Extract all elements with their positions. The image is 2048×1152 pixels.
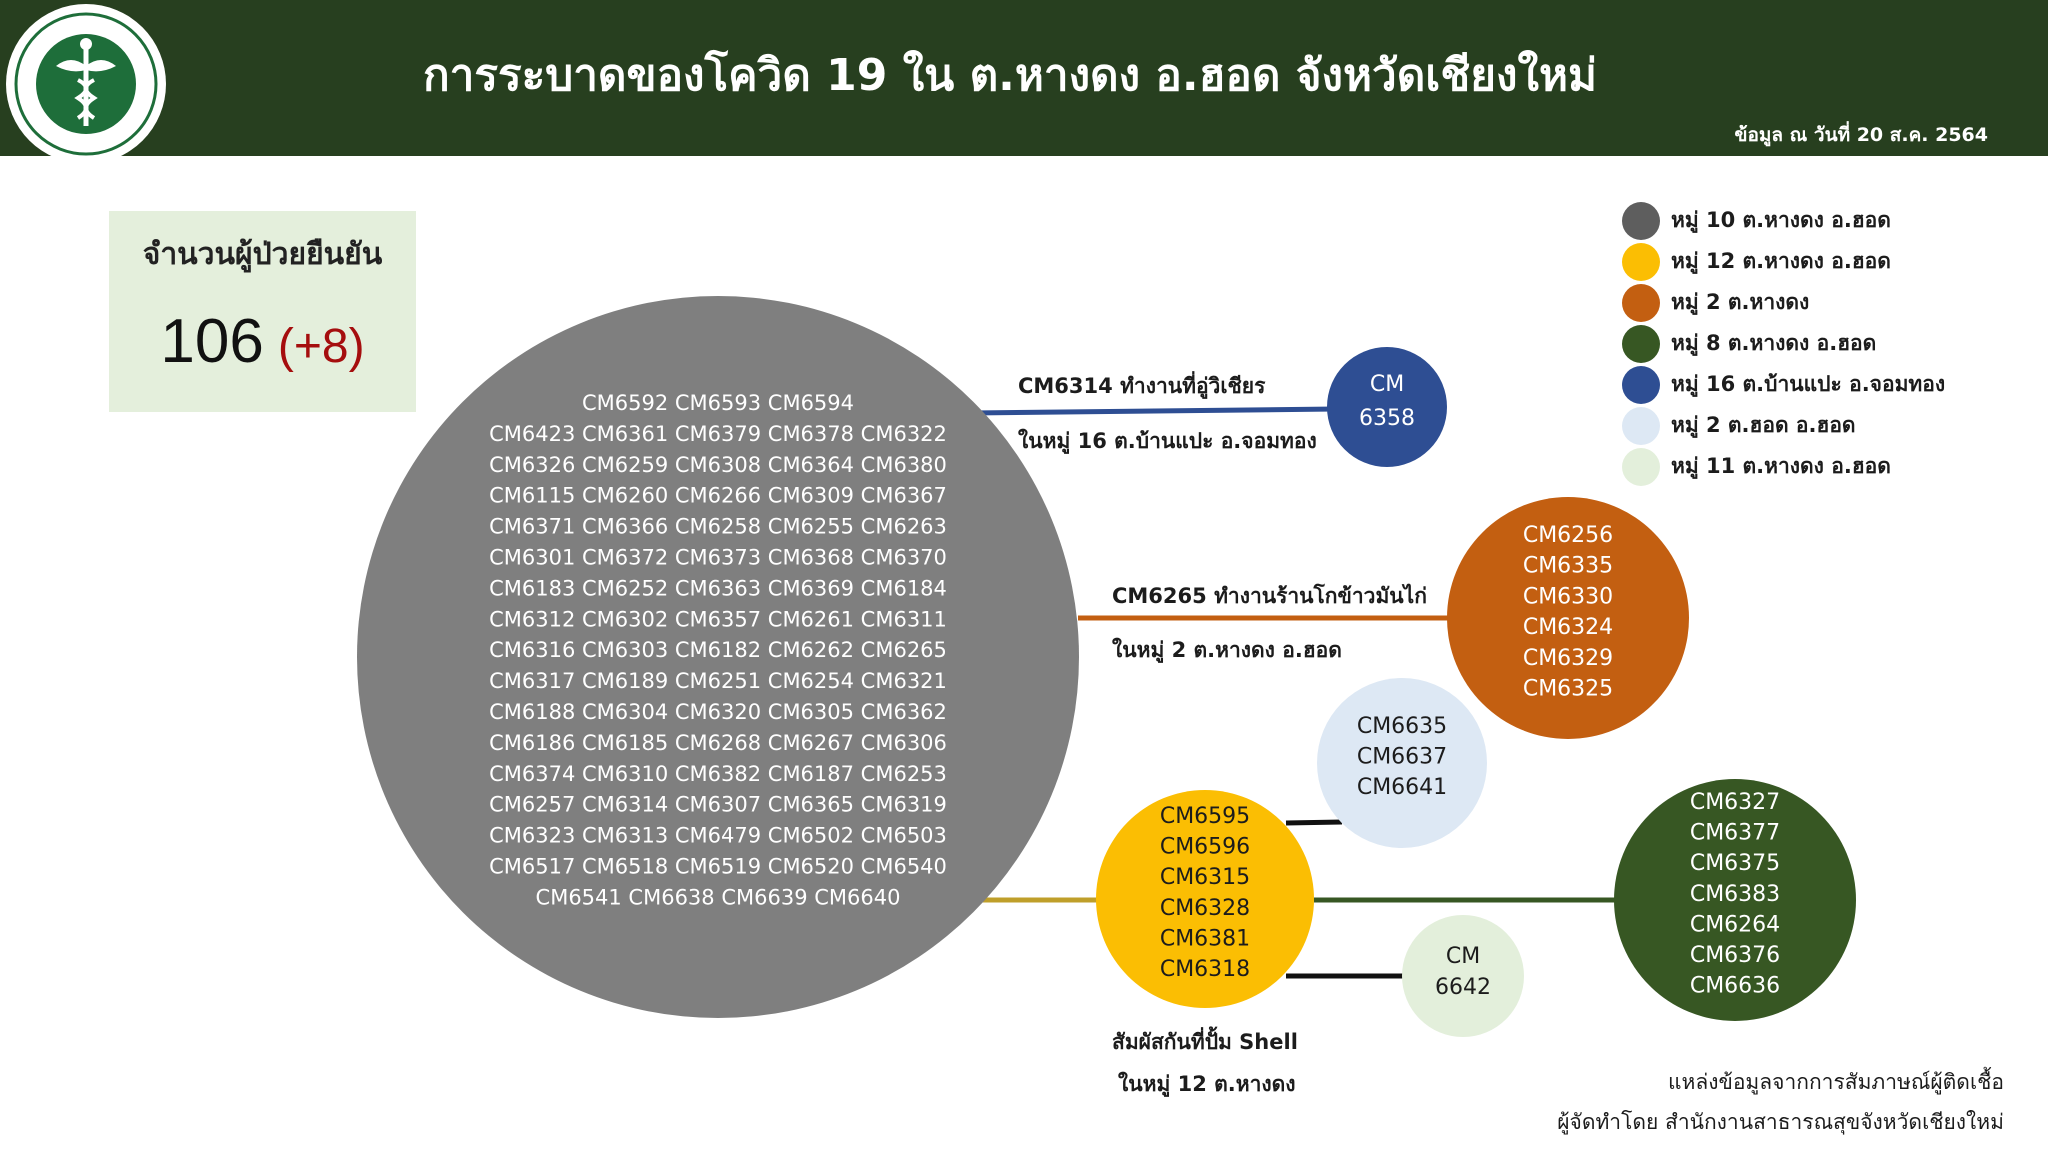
legend-swatch-icon	[1622, 201, 1660, 240]
legend-label: หมู่ 16 ต.บ้านแปะ อ.จอมทอง	[1671, 372, 1946, 396]
case-id-line: CM6595	[1160, 804, 1250, 829]
case-id-line: CM6186 CM6185 CM6268 CM6267 CM6306	[489, 731, 947, 755]
legend-item: หมู่ 11 ต.หางดง อ.ฮอด	[1622, 446, 1945, 487]
source-line-2: ผู้จัดทำโดย สำนักงานสาธารณสุขจังหวัดเชีย…	[1557, 1110, 2004, 1134]
legend-swatch-icon	[1622, 324, 1660, 363]
case-id-line: CM6188 CM6304 CM6320 CM6305 CM6362	[489, 700, 947, 724]
case-id-line: CM6316 CM6303 CM6182 CM6262 CM6265	[489, 638, 947, 662]
case-id-line: CM6376	[1690, 943, 1780, 968]
case-id-line: CM6301 CM6372 CM6373 CM6368 CM6370	[489, 546, 947, 570]
case-id-line: CM6312 CM6302 CM6357 CM6261 CM6311	[489, 607, 947, 631]
case-id-line: CM	[1370, 372, 1404, 397]
case-id-line: CM6325	[1523, 677, 1613, 702]
cluster-moo12-circle	[1096, 790, 1314, 1008]
case-id-line: CM6327	[1690, 790, 1780, 815]
legend-item: หมู่ 16 ต.บ้านแปะ อ.จอมทอง	[1622, 364, 1945, 405]
legend-label: หมู่ 8 ต.หางดง อ.ฮอด	[1671, 331, 1877, 355]
link-moo16-label-2: ในหมู่ 16 ต.บ้านแปะ อ.จอมทอง	[1018, 429, 1317, 453]
case-id-line: CM6635	[1357, 714, 1447, 739]
case-id-line: CM6636	[1690, 974, 1780, 999]
header-bar: การระบาดของโควิด 19 ใน ต.หางดง อ.ฮอด จัง…	[0, 0, 2048, 164]
confirmed-count-box: จำนวนผู้ป่วยยืนยัน 106(+8)	[109, 211, 416, 412]
confirmed-delta: (+8)	[277, 320, 365, 373]
link-moo12-label-2: ในหมู่ 12 ต.หางดง	[1118, 1072, 1296, 1096]
link-hod2	[1285, 819, 1343, 826]
case-id-line: CM6371 CM6366 CM6258 CM6255 CM6263	[489, 515, 947, 539]
cluster-hod2-circle	[1317, 678, 1487, 848]
case-id-line: CM6517 CM6518 CM6519 CM6520 CM6540	[489, 855, 947, 879]
case-id-line: CM6257 CM6314 CM6307 CM6365 CM6319	[489, 793, 947, 817]
cluster-moo2-circle	[1447, 497, 1689, 739]
case-id-line: CM6637	[1357, 745, 1447, 770]
case-id-line: CM6318	[1160, 957, 1250, 982]
legend-swatch-icon	[1622, 283, 1660, 322]
case-id-line: CM6375	[1690, 851, 1780, 876]
case-id-line: CM6324	[1523, 615, 1613, 640]
case-id-line: CM6256	[1523, 523, 1613, 548]
case-id-line: CM6323 CM6313 CM6479 CM6502 CM6503	[489, 824, 947, 848]
case-id-line: CM6115 CM6260 CM6266 CM6309 CM6367	[489, 484, 947, 508]
ministry-logo-icon	[6, 4, 166, 164]
confirmed-row: 106(+8)	[109, 306, 416, 377]
case-id-line: CM6329	[1523, 646, 1613, 671]
case-id-line: CM6326 CM6259 CM6308 CM6364 CM6380	[489, 453, 947, 477]
case-id-line: CM6328	[1160, 896, 1250, 921]
legend-swatch-icon	[1622, 406, 1660, 445]
legend-item: หมู่ 2 ต.หางดง	[1622, 282, 1945, 323]
case-id-line: CM6641	[1357, 775, 1447, 800]
legend-swatch-icon	[1622, 242, 1660, 281]
case-id-line: 6358	[1359, 406, 1415, 431]
legend-label: หมู่ 11 ต.หางดง อ.ฮอด	[1671, 454, 1891, 478]
cluster-moo11-cases: CM 6642	[1435, 944, 1491, 1000]
case-id-line: CM6596	[1160, 835, 1250, 860]
legend-swatch-icon	[1622, 365, 1660, 404]
cluster-moo16-circle	[1327, 347, 1447, 467]
confirmed-count: 106	[160, 307, 264, 376]
case-id-line: CM6330	[1523, 584, 1613, 609]
case-id-line: CM6183 CM6252 CM6363 CM6369 CM6184	[489, 576, 947, 600]
case-id-line: CM	[1446, 944, 1480, 969]
link-moo2-label-1: CM6265 ทำงานร้านโกข้าวมันไก่	[1112, 584, 1427, 608]
case-id-line: CM6423 CM6361 CM6379 CM6378 CM6322	[489, 422, 947, 446]
legend-item: หมู่ 12 ต.หางดง อ.ฮอด	[1622, 241, 1945, 282]
cluster-moo11-circle	[1402, 915, 1524, 1037]
confirmed-label: จำนวนผู้ป่วยยืนยัน	[142, 237, 383, 272]
legend: หมู่ 10 ต.หางดง อ.ฮอดหมู่ 12 ต.หางดง อ.ฮ…	[1622, 200, 1945, 487]
link-moo12-label-1: สัมผัสกันที่ปั้ม Shell	[1112, 1030, 1298, 1054]
link-moo2-label-2: ในหมู่ 2 ต.หางดง อ.ฮอด	[1112, 638, 1342, 662]
page-title: การระบาดของโควิด 19 ใน ต.หางดง อ.ฮอด จัง…	[423, 50, 1597, 101]
legend-label: หมู่ 10 ต.หางดง อ.ฮอด	[1671, 208, 1891, 232]
data-date: ข้อมูล ณ วันที่ 20 ส.ค. 2564	[1734, 124, 1988, 146]
case-id-line: 6642	[1435, 975, 1491, 1000]
cluster-moo10-circle	[357, 296, 1079, 1018]
case-id-line: CM6383	[1690, 882, 1780, 907]
case-id-line: CM6381	[1160, 926, 1250, 951]
cluster-moo8-circle	[1614, 779, 1856, 1021]
link-moo16-label-1: CM6314 ทำงานที่อู่วิเชียร	[1018, 374, 1266, 398]
cluster-moo16-cases: CM 6358	[1359, 372, 1415, 431]
legend-item: หมู่ 2 ต.ฮอด อ.ฮอด	[1622, 405, 1945, 446]
legend-label: หมู่ 12 ต.หางดง อ.ฮอด	[1671, 249, 1891, 273]
case-id-line: CM6592 CM6593 CM6594	[582, 391, 854, 415]
case-id-line: CM6377	[1690, 821, 1780, 846]
legend-label: หมู่ 2 ต.ฮอด อ.ฮอด	[1671, 413, 1856, 437]
link-moo16	[971, 406, 1337, 416]
case-id-line: CM6264	[1690, 912, 1780, 937]
cluster-moo8-cases: CM6327CM6377CM6375CM6383CM6264CM6376CM66…	[1690, 790, 1780, 999]
legend-swatch-icon	[1622, 447, 1660, 486]
case-id-line: CM6335	[1523, 554, 1613, 579]
case-id-line: CM6315	[1160, 865, 1250, 890]
source-line-1: แหล่งข้อมูลจากการสัมภาษณ์ผู้ติดเชื้อ	[1667, 1070, 2004, 1094]
case-id-line: CM6541 CM6638 CM6639 CM6640	[536, 885, 901, 909]
legend-item: หมู่ 10 ต.หางดง อ.ฮอด	[1622, 200, 1945, 241]
legend-item: หมู่ 8 ต.หางดง อ.ฮอด	[1622, 323, 1945, 364]
legend-label: หมู่ 2 ต.หางดง	[1671, 290, 1810, 314]
case-id-line: CM6374 CM6310 CM6382 CM6187 CM6253	[489, 762, 947, 786]
case-id-line: CM6317 CM6189 CM6251 CM6254 CM6321	[489, 669, 947, 693]
